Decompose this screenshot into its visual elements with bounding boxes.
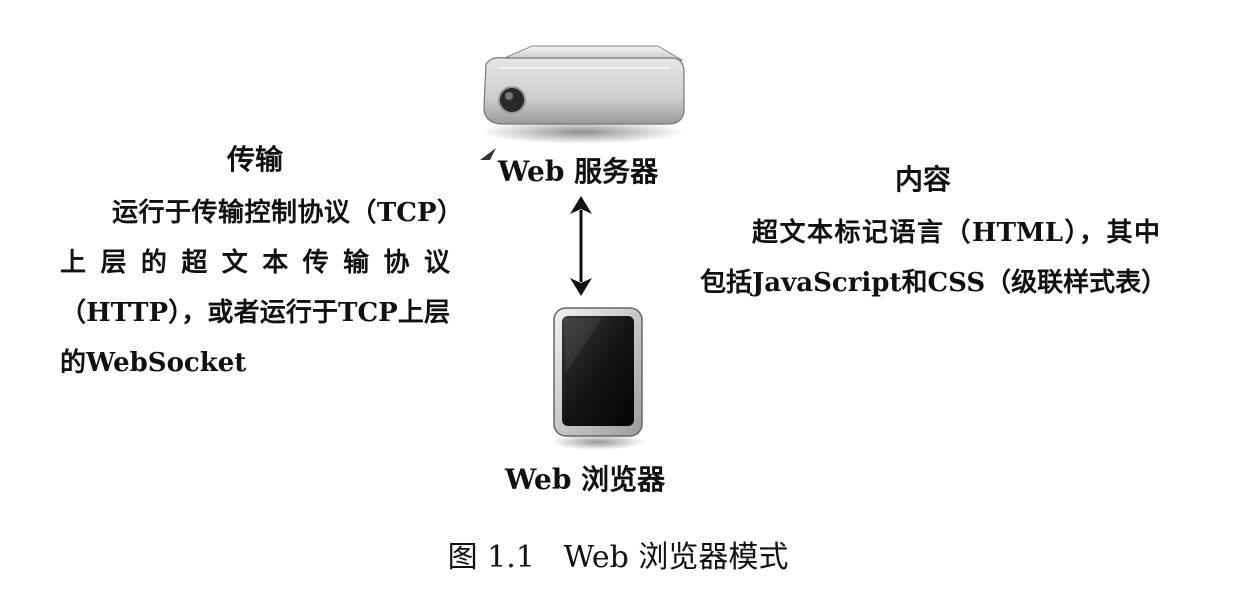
tablet-icon <box>550 307 646 450</box>
transport-description: 运行于传输控制协议（TCP）上层的超文本传输协议（HTTP），或者运行于TCP上… <box>60 198 450 378</box>
server-icon <box>480 45 685 160</box>
content-title: 内容 <box>894 163 951 196</box>
transport-title: 传输 <box>226 143 283 176</box>
web-server-label: Web 服务器 <box>497 155 659 188</box>
content-description: 超文本标记语言（HTML），其中包括JavaScript和CSS（级联样式表） <box>700 218 1168 298</box>
web-browser-label: Web 浏览器 <box>504 463 666 496</box>
double-arrow-icon <box>570 196 592 296</box>
figure-caption: 图 1.1 Web 浏览器模式 <box>447 540 789 575</box>
